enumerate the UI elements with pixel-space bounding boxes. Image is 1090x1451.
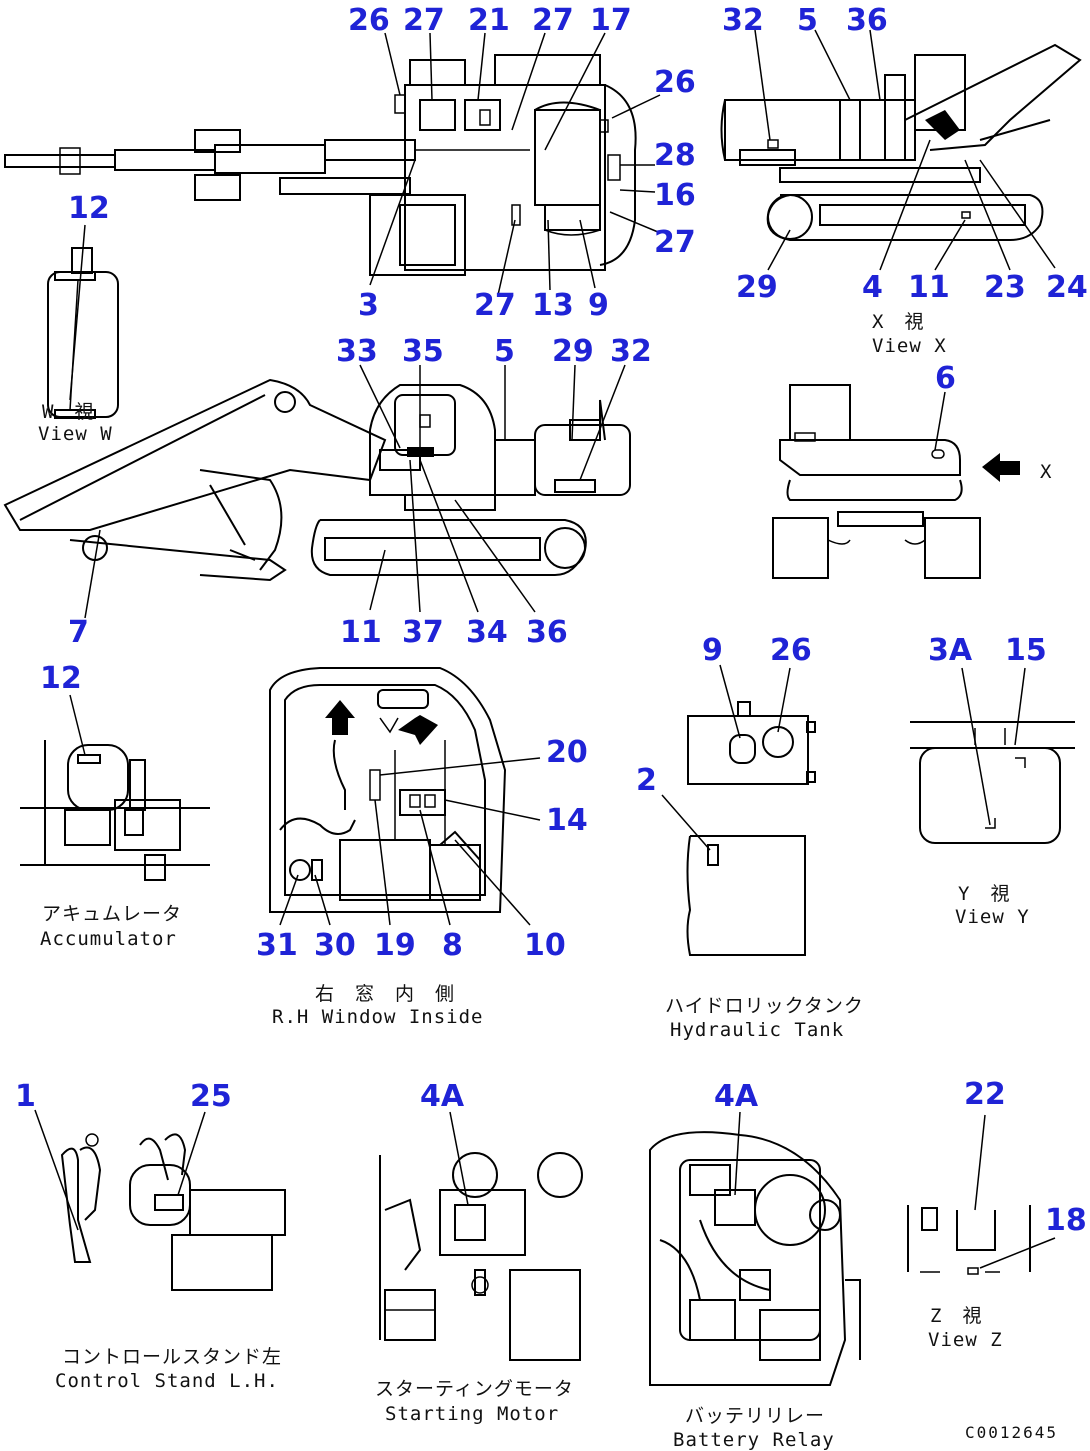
callout-15: 15 — [1005, 633, 1047, 668]
top-view-drawing — [4, 54, 637, 276]
callout-36: 36 — [846, 3, 888, 38]
rh-window-caption-jp: 右 窓 内 側 — [315, 983, 455, 1005]
callout-27: 27 — [654, 225, 696, 260]
control-stand-drawing — [60, 1133, 286, 1291]
view-w-caption-en: View W — [38, 423, 113, 445]
callout-19: 19 — [374, 928, 416, 963]
view-w-caption-jp: W 視 — [42, 401, 94, 423]
callout-17: 17 — [590, 3, 632, 38]
view-y-caption-jp: Y 視 — [958, 883, 1010, 905]
callout-11: 11 — [908, 270, 950, 305]
view-y-caption-en: View Y — [955, 906, 1030, 928]
view-z-drawing — [907, 1205, 1031, 1275]
callout-6: 6 — [935, 361, 956, 396]
rh-window-drawing — [269, 667, 507, 913]
callout-1: 1 — [15, 1079, 36, 1114]
callout-8: 8 — [442, 928, 463, 963]
leader-lines — [34, 29, 1056, 1269]
hydraulic-tank-drawing — [686, 701, 816, 956]
callout-18: 18 — [1045, 1203, 1087, 1238]
callout-9: 9 — [588, 288, 609, 323]
starting-motor-drawing — [379, 1152, 583, 1361]
callout-16: 16 — [654, 178, 696, 213]
hydraulic-tank-caption-jp: ハイドロリックタンク — [665, 995, 864, 1017]
captions: X 視 View X W 視 View W X アキュムレータ Accumula… — [38, 311, 1058, 1451]
starting-motor-caption-en: Starting Motor — [385, 1403, 559, 1425]
callout-12: 12 — [40, 661, 82, 696]
callout-37: 37 — [402, 615, 444, 650]
hydraulic-tank-caption-en: Hydraulic Tank — [670, 1019, 844, 1041]
callout-20: 20 — [546, 735, 588, 770]
callout-28: 28 — [654, 138, 696, 173]
drawing-code: C0012645 — [965, 1423, 1058, 1442]
callout-25: 25 — [190, 1079, 232, 1114]
accumulator-caption-jp: アキュムレータ — [42, 903, 182, 925]
callout-5: 5 — [797, 3, 818, 38]
callout-14: 14 — [546, 803, 588, 838]
callout-23: 23 — [984, 270, 1026, 305]
callout-32: 32 — [610, 334, 652, 369]
callout-33: 33 — [336, 334, 378, 369]
callout-26: 26 — [770, 633, 812, 668]
callout-4A: 4A — [714, 1079, 759, 1114]
view-x-caption-jp: X 視 — [872, 311, 924, 333]
callout-7: 7 — [68, 615, 89, 650]
callout-numbers: 26 27 21 27 17 26 28 16 27 3 27 13 9 32 … — [15, 3, 1088, 1238]
callout-26: 26 — [348, 3, 390, 38]
battery-relay-caption-jp: バッテリリレー — [685, 1405, 825, 1427]
view-x-drawing — [720, 43, 1082, 241]
control-stand-caption-jp: コントロールスタンド左 — [62, 1346, 282, 1368]
callout-21: 21 — [468, 3, 510, 38]
callout-27: 27 — [403, 3, 445, 38]
callout-3A: 3A — [928, 633, 973, 668]
callout-27: 27 — [532, 3, 574, 38]
callout-10: 10 — [524, 928, 566, 963]
view-z-caption-jp: Z 視 — [930, 1305, 982, 1327]
callout-13: 13 — [532, 288, 574, 323]
callout-11: 11 — [340, 615, 382, 650]
rear-view-drawing — [772, 384, 1020, 579]
battery-relay-drawing — [649, 1131, 861, 1386]
callout-31: 31 — [256, 928, 298, 963]
accumulator-drawing — [20, 740, 210, 881]
view-z-caption-en: View Z — [928, 1329, 1003, 1351]
accumulator-caption-en: Accumulator — [40, 928, 177, 950]
callout-36: 36 — [526, 615, 568, 650]
callout-32: 32 — [722, 3, 764, 38]
view-x-caption-en: View X — [872, 335, 947, 357]
callout-22: 22 — [964, 1077, 1006, 1112]
callout-35: 35 — [402, 334, 444, 369]
view-w-drawing — [47, 247, 119, 419]
x-arrow-label: X — [1040, 461, 1052, 483]
callout-4A: 4A — [420, 1079, 465, 1114]
callout-12: 12 — [68, 191, 110, 226]
view-y-drawing — [910, 721, 1075, 844]
control-stand-caption-en: Control Stand L.H. — [55, 1370, 279, 1392]
callout-29: 29 — [736, 270, 778, 305]
callout-9: 9 — [702, 633, 723, 668]
battery-relay-caption-en: Battery Relay — [673, 1429, 835, 1451]
starting-motor-caption-jp: スターティングモータ — [375, 1378, 574, 1400]
callout-5: 5 — [494, 334, 515, 369]
callout-24: 24 — [1046, 270, 1088, 305]
callout-2: 2 — [636, 763, 657, 798]
callout-29: 29 — [552, 334, 594, 369]
side-view-drawing — [3, 378, 631, 582]
callout-26: 26 — [654, 65, 696, 100]
callout-30: 30 — [314, 928, 356, 963]
rh-window-caption-en: R.H Window Inside — [272, 1006, 483, 1028]
callout-34: 34 — [466, 615, 508, 650]
callout-4: 4 — [862, 270, 883, 305]
callout-27: 27 — [474, 288, 516, 323]
callout-3: 3 — [358, 288, 379, 323]
